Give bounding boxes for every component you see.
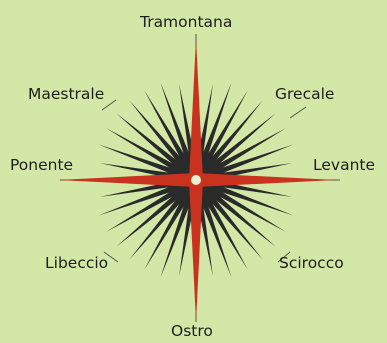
label-west: Ponente	[10, 158, 73, 174]
north-point	[189, 38, 203, 180]
label-northwest: Maestrale	[28, 87, 104, 103]
west-point	[58, 173, 196, 187]
leader-line	[290, 107, 306, 118]
label-north: Tramontana	[140, 15, 232, 31]
label-east: Levante	[313, 158, 375, 174]
label-southwest: Libeccio	[45, 256, 108, 272]
label-southeast: Scirocco	[279, 256, 344, 272]
south-point	[189, 180, 203, 322]
label-northeast: Grecale	[275, 87, 334, 103]
compass-hub	[191, 175, 201, 185]
cardinal-points	[58, 38, 336, 322]
east-point	[196, 173, 336, 187]
label-south: Ostro	[171, 324, 213, 340]
